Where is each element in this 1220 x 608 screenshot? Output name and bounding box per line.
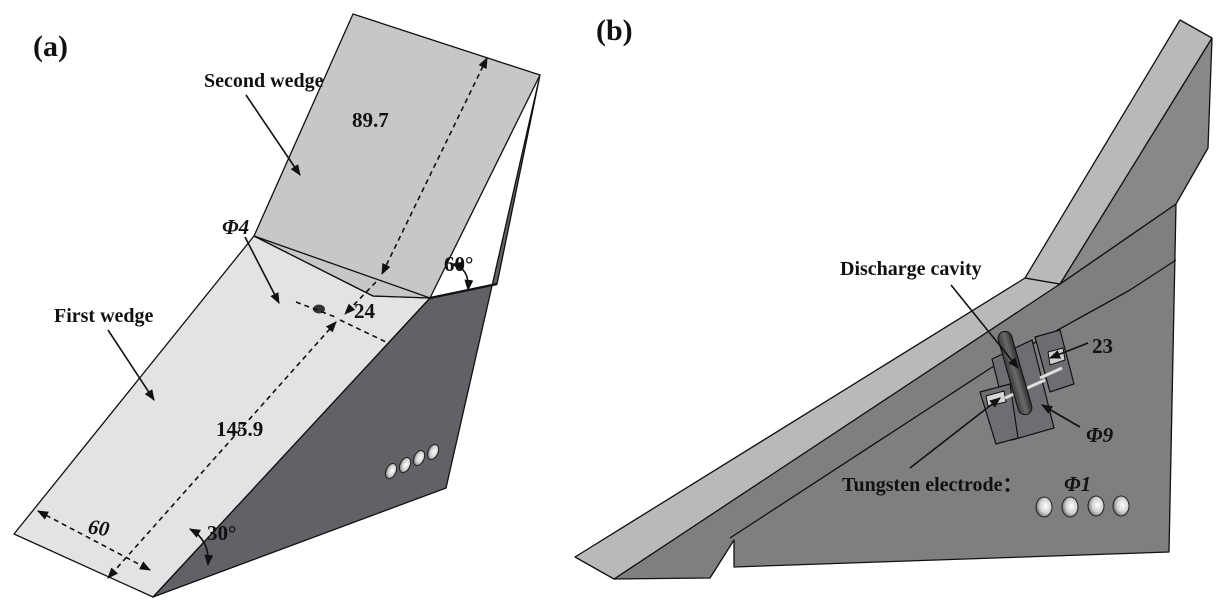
dim-line-24-c	[295, 301, 339, 319]
dim-line-60	[37, 510, 151, 571]
label-30-deg: 30°	[207, 521, 236, 545]
label-second-wedge: Second wedge	[204, 70, 324, 92]
dim-line-145-9	[107, 321, 337, 579]
vent-hole	[426, 443, 440, 461]
label-60: 60	[87, 514, 112, 541]
dim-line-89-7	[381, 56, 488, 276]
dim-line-24-a	[344, 281, 377, 315]
label-60-deg: 60°	[444, 252, 473, 276]
leader-phi4	[244, 236, 280, 304]
vent-hole	[398, 456, 412, 474]
panel-b-label: (b)	[596, 14, 633, 47]
leader-first-wedge	[107, 329, 155, 401]
label-phi1: Φ1	[1064, 472, 1091, 496]
angle-arc-30	[189, 528, 214, 567]
vent-hole	[412, 449, 426, 467]
leader-second-wedge	[245, 94, 301, 176]
vent-hole	[1061, 496, 1079, 518]
label-discharge-cavity: Discharge cavity	[840, 258, 982, 280]
label-24: 24	[354, 299, 376, 323]
leader-23	[1048, 342, 1089, 359]
leader-discharge-cavity	[950, 284, 1019, 369]
label-89-7: 89.7	[352, 108, 389, 132]
panel-a-label: (a)	[33, 30, 68, 63]
label-phi9: Φ9	[1086, 423, 1114, 447]
angle-arc-60	[450, 261, 474, 292]
label-tungsten-electrode: Tungsten electrode：	[842, 474, 1023, 496]
label-23: 23	[1092, 334, 1113, 358]
discharge-cylinder	[997, 330, 1033, 416]
wedge-joint-line	[253, 235, 431, 299]
vent-hole	[1112, 495, 1130, 517]
inner-edge-line	[729, 259, 1177, 539]
panel-b: (b)	[574, 14, 1213, 580]
vent-holes-a	[384, 443, 440, 480]
leader-electrode	[909, 397, 1001, 469]
panel-a: (a) Second wedge	[13, 13, 541, 598]
wing-top-face	[1024, 19, 1213, 285]
label-145-9: 145.9	[216, 417, 263, 441]
vent-hole	[384, 462, 398, 480]
second-wedge-face	[253, 13, 541, 299]
vent-hole	[1087, 495, 1105, 517]
label-phi4: Φ4	[222, 215, 249, 239]
leader-phi9	[1041, 404, 1081, 428]
vent-holes-b	[1035, 495, 1130, 518]
label-first-wedge: First wedge	[54, 305, 154, 327]
vent-hole	[1035, 496, 1053, 518]
